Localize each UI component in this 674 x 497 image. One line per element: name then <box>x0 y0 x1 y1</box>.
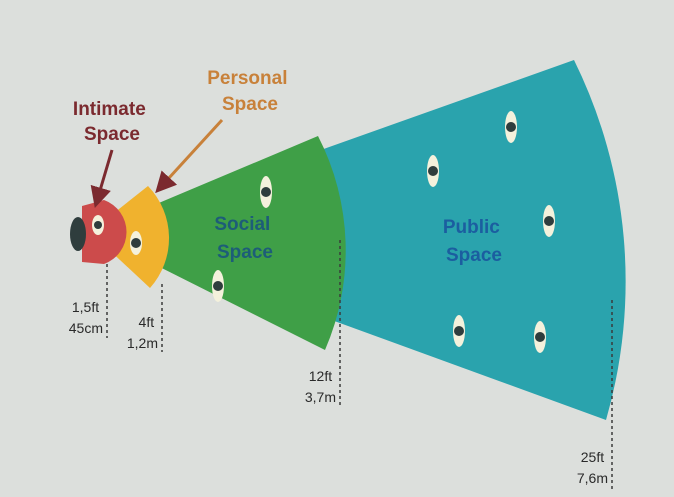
personal-space-zone <box>90 186 170 288</box>
intimate-space-label: Intimate Space <box>73 99 151 145</box>
personal-space-arrow <box>155 118 224 194</box>
personal-space-label: Personal Space <box>207 68 293 115</box>
distance-label-3: 12ft 3,7m <box>305 368 336 405</box>
person-icon <box>505 111 517 143</box>
person-icon <box>260 176 272 208</box>
person-icon <box>453 315 465 347</box>
intimate-space-zone <box>82 200 127 264</box>
person-icon <box>427 155 439 187</box>
distance-label-1: 1,5ft 45cm <box>69 299 103 336</box>
public-space-zone <box>90 60 626 420</box>
social-space-label: Social Space <box>214 214 275 263</box>
distance-label-4: 25ft 7,6m <box>577 449 608 486</box>
person-icon <box>534 321 546 353</box>
social-space-zone <box>90 136 346 350</box>
intimate-space-arrow <box>90 149 114 209</box>
public-space-label: Public Space <box>443 217 505 266</box>
person-icon <box>130 231 142 255</box>
person-icon <box>212 270 224 302</box>
distance-label-2: 4ft 1,2m <box>127 314 158 351</box>
person-icon <box>92 215 104 235</box>
person-icon <box>543 205 555 237</box>
central-person-icon <box>70 217 86 251</box>
